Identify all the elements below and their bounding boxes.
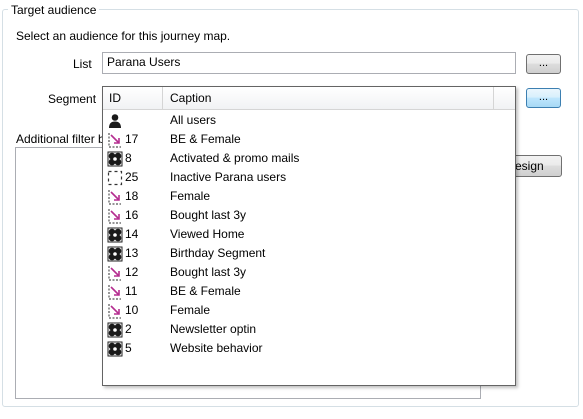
filter-arrow-icon xyxy=(107,189,123,205)
dropdown-header: ID Caption xyxy=(103,87,515,110)
segment-row[interactable]: 5 Website behavior xyxy=(103,339,515,358)
segment-browse-button[interactable]: ... xyxy=(526,88,561,108)
segment-row-caption: Female xyxy=(170,189,211,203)
segment-row[interactable]: 18 Female xyxy=(103,187,515,206)
segment-row-caption: Birthday Segment xyxy=(170,246,266,260)
segment-row-id: 2 xyxy=(125,322,132,336)
segment-row[interactable]: 14 Viewed Home xyxy=(103,225,515,244)
segment-row-id: 18 xyxy=(125,189,139,203)
segment-row[interactable]: 10 Female xyxy=(103,301,515,320)
filter-arrow-icon xyxy=(107,265,123,281)
segment-row-id: 14 xyxy=(125,227,139,241)
segment-row-id: 25 xyxy=(125,170,139,184)
segment-row-caption: Inactive Parana users xyxy=(170,170,287,184)
segment-group-icon xyxy=(107,151,123,167)
instruction-text: Select an audience for this journey map. xyxy=(16,29,231,43)
segment-row-caption: Activated & promo mails xyxy=(170,151,300,165)
filter-arrow-icon xyxy=(107,303,123,319)
segment-row-id: 17 xyxy=(125,132,139,146)
user-icon xyxy=(107,113,123,129)
segment-row-id: 11 xyxy=(125,284,138,298)
target-audience-group xyxy=(2,9,579,407)
segment-row-caption: Viewed Home xyxy=(170,227,245,241)
segment-row-caption: Newsletter optin xyxy=(170,322,257,336)
segment-row[interactable]: 11 BE & Female xyxy=(103,282,515,301)
list-label: List xyxy=(73,57,92,71)
list-field-value: Parana Users xyxy=(107,55,181,69)
segment-label: Segment xyxy=(48,92,97,106)
segment-row-id: 13 xyxy=(125,246,139,260)
segment-row[interactable]: 25 Inactive Parana users xyxy=(103,168,515,187)
group-title: Target audience xyxy=(8,3,100,17)
segment-row[interactable]: 13 Birthday Segment xyxy=(103,244,515,263)
segment-row[interactable]: All users xyxy=(103,111,515,130)
filter-arrow-icon xyxy=(107,208,123,224)
segment-row-caption: All users xyxy=(170,113,217,127)
segment-row-caption: Bought last 3y xyxy=(170,265,247,279)
segment-group-icon xyxy=(107,227,123,243)
segment-row-caption: Website behavior xyxy=(170,341,263,355)
segment-row-caption: Bought last 3y xyxy=(170,208,247,222)
filter-label: Additional filter bas xyxy=(16,132,118,146)
list-browse-button[interactable]: ... xyxy=(526,54,561,74)
segment-row[interactable]: 16 Bought last 3y xyxy=(103,206,515,225)
segment-row[interactable]: 12 Bought last 3y xyxy=(103,263,515,282)
segment-dropdown[interactable]: ID Caption All users 17 BE & Female 8 Activa… xyxy=(102,86,516,386)
dashed-box-icon xyxy=(107,170,123,186)
segment-row-id: 8 xyxy=(125,151,132,165)
column-header-caption[interactable]: Caption xyxy=(164,87,494,109)
segment-row-id: 10 xyxy=(125,303,139,317)
segment-row[interactable]: 17 BE & Female xyxy=(103,130,515,149)
segment-group-icon xyxy=(107,341,123,357)
column-header-id[interactable]: ID xyxy=(103,87,163,109)
segment-group-icon xyxy=(107,246,123,262)
segment-row-id: 16 xyxy=(125,208,139,222)
segment-list: All users 17 BE & Female 8 Activated & promo… xyxy=(103,111,515,358)
filter-arrow-icon xyxy=(107,284,123,300)
filter-arrow-icon xyxy=(107,132,123,148)
segment-row[interactable]: 8 Activated & promo mails xyxy=(103,149,515,168)
segment-row-id: 12 xyxy=(125,265,139,279)
segment-row-caption: Female xyxy=(170,303,211,317)
segment-row-id: 5 xyxy=(125,341,132,355)
segment-group-icon xyxy=(107,322,123,338)
segment-row-caption: BE & Female xyxy=(170,284,241,298)
list-field[interactable]: Parana Users xyxy=(102,52,516,74)
segment-row-caption: BE & Female xyxy=(170,132,241,146)
segment-row[interactable]: 2 Newsletter optin xyxy=(103,320,515,339)
